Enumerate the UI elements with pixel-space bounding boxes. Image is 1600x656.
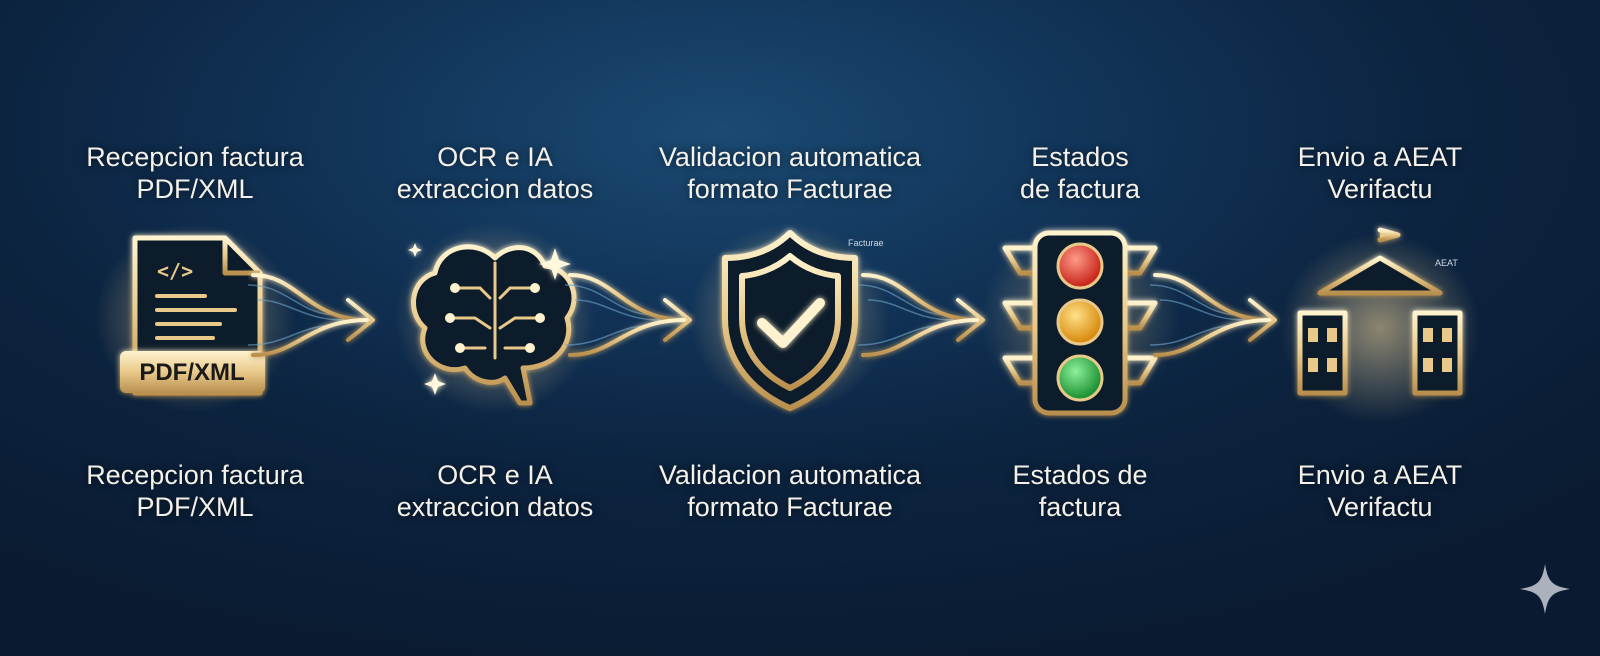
traffic-light-icon xyxy=(980,218,1180,428)
shield-check-icon: Facturae xyxy=(690,218,890,428)
facturae-caption: Facturae xyxy=(848,238,884,248)
pdf-xml-badge: PDF/XML xyxy=(139,359,244,386)
step-ocr-ai: OCR e IA extraccion datos xyxy=(345,0,645,656)
flow-arrow-4 xyxy=(1149,255,1290,365)
sparkle-icon xyxy=(1518,562,1572,616)
step-aeat-submission: Envio a AEAT Verifactu xyxy=(1230,0,1530,656)
step-title-bottom: Recepcion factura PDF/XML xyxy=(86,460,304,522)
code-glyph: </> xyxy=(157,259,193,283)
step-title-top: Validacion automatica formato Facturae xyxy=(658,142,922,204)
step-title-bottom: Validacion automatica formato Facturae xyxy=(658,460,922,522)
flow-arrow-1 xyxy=(247,255,388,365)
step-reception: Recepcion factura PDF/XML </> PDF/XML xyxy=(45,0,345,656)
step-title-top: Recepcion factura PDF/XML xyxy=(86,142,304,204)
step-title-top: Estados de factura xyxy=(1019,142,1141,204)
brain-circuit-icon xyxy=(395,218,595,428)
step-title-bottom: Estados de factura xyxy=(1012,460,1148,522)
flow-arrow-3 xyxy=(857,255,998,365)
step-title-top: Envio a AEAT Verifactu xyxy=(1297,142,1463,204)
step-title-bottom: OCR e IA extraccion datos xyxy=(396,460,594,522)
step-validation: Validacion automatica formato Facturae F… xyxy=(640,0,940,656)
aeat-caption: AEAT xyxy=(1435,258,1458,268)
step-title-bottom: Envio a AEAT Verifactu xyxy=(1297,460,1463,522)
flow-arrow-2 xyxy=(564,255,705,365)
document-icon: </> PDF/XML xyxy=(95,218,295,428)
step-title-top: OCR e IA extraccion datos xyxy=(396,142,594,204)
government-building-icon: AEAT xyxy=(1280,218,1480,428)
step-invoice-states: Estados de factura Estados de factura xyxy=(930,0,1230,656)
